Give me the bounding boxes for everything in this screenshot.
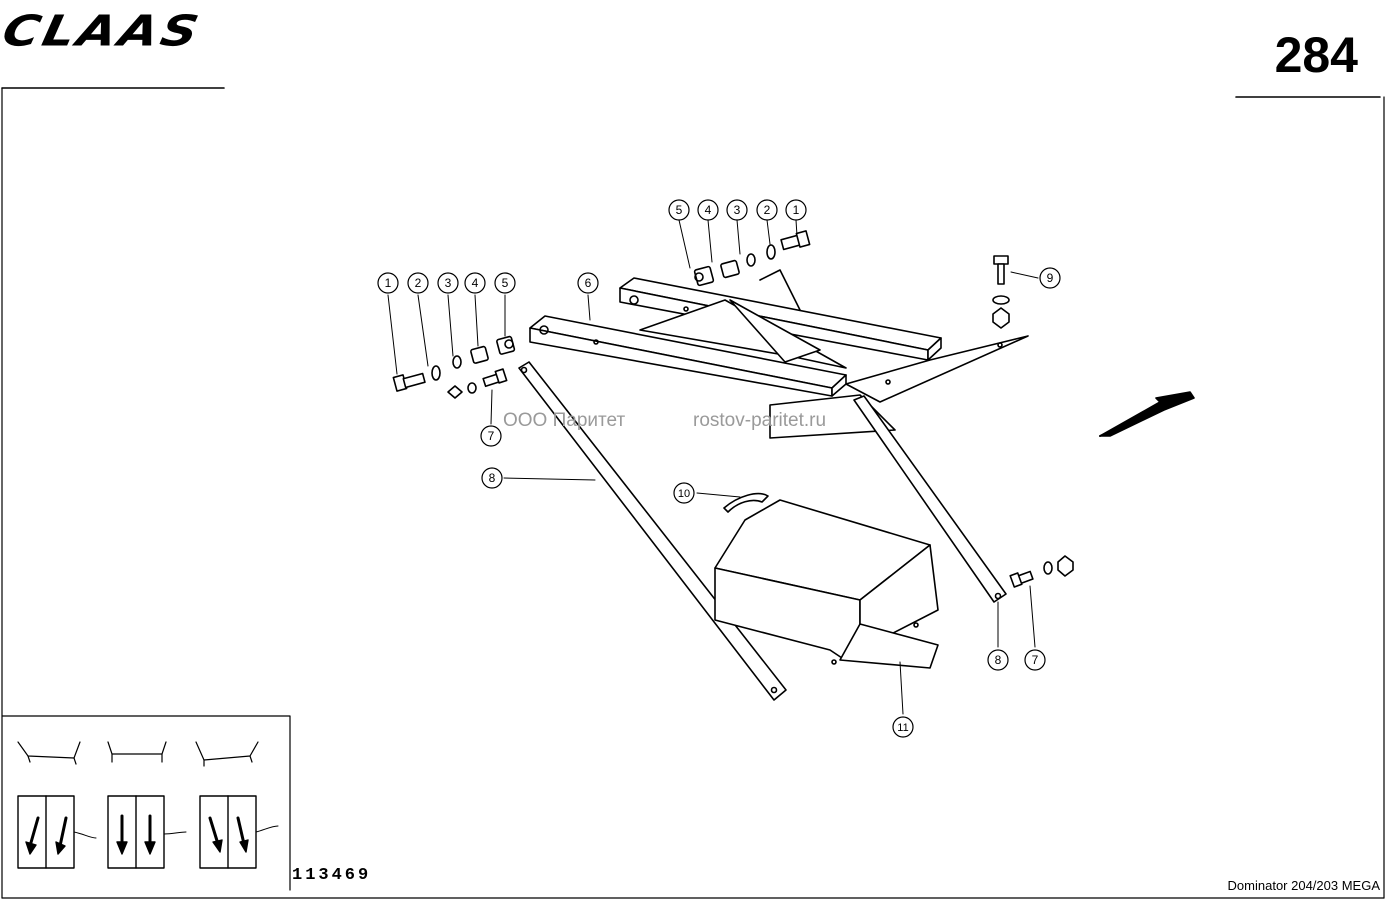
callout-5-top: 5 xyxy=(676,203,683,217)
callout-circles xyxy=(377,199,1061,738)
frame-bar-front xyxy=(529,315,847,397)
watermark-company: ООО Паритет xyxy=(503,410,626,431)
callout-8-right: 8 xyxy=(995,653,1002,667)
callout-1-top: 1 xyxy=(793,203,800,217)
page-frame xyxy=(1,87,1385,899)
cover-sheet xyxy=(714,499,939,669)
fastener-9 xyxy=(992,255,1010,329)
callout-labels: 5 4 3 2 1 1 2 3 4 5 6 9 7 8 10 8 7 11 xyxy=(385,203,1054,734)
leader-lines xyxy=(387,219,1039,715)
fastener-7-left xyxy=(447,368,508,399)
clip-part xyxy=(723,492,769,513)
callout-10: 10 xyxy=(678,488,690,500)
callout-2-top: 2 xyxy=(764,203,771,217)
watermark-site: rostov-paritet.ru xyxy=(693,410,827,431)
callout-7-left: 7 xyxy=(488,429,495,443)
claas-logo: CLAAS xyxy=(0,6,206,56)
callout-3-top: 3 xyxy=(734,203,741,217)
callout-4-top: 4 xyxy=(705,203,712,217)
callout-11: 11 xyxy=(897,722,908,734)
variant-box-2 xyxy=(107,795,187,869)
callout-9: 9 xyxy=(1047,271,1054,285)
profile-sketch-1 xyxy=(17,741,81,765)
right-bracket-plate xyxy=(845,335,1029,403)
profile-sketch-3 xyxy=(195,741,259,767)
drawing-number: 113469 xyxy=(292,866,372,885)
support-strut-right xyxy=(853,395,1007,603)
callout-6: 6 xyxy=(585,276,592,290)
profile-sketch-2 xyxy=(107,741,167,763)
callout-7-right: 7 xyxy=(1032,653,1039,667)
callout-2-left: 2 xyxy=(415,276,422,290)
callout-1-left: 1 xyxy=(385,276,392,290)
frame-inner-plate xyxy=(639,269,847,369)
callout-4-left: 4 xyxy=(472,276,479,290)
variant-legend xyxy=(1,715,291,891)
fastener-set-left xyxy=(392,335,516,392)
callout-8-left: 8 xyxy=(489,471,496,485)
direction-arrow-icon xyxy=(1099,391,1195,437)
variant-box-3 xyxy=(199,795,279,869)
variant-box-1 xyxy=(17,795,97,869)
page-number: 284 xyxy=(1274,27,1358,83)
model-label: Dominator 204/203 MEGA xyxy=(1227,878,1380,893)
callout-5-left: 5 xyxy=(502,276,509,290)
fastener-set-top xyxy=(693,230,811,287)
fastener-7-right xyxy=(1009,555,1074,588)
callout-3-left: 3 xyxy=(445,276,452,290)
